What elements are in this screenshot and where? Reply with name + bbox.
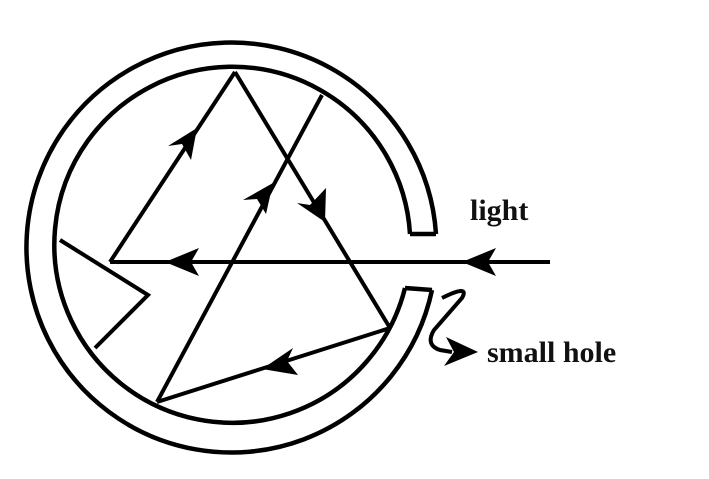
ring-wall <box>24 40 439 455</box>
ray-segment-left-zigzag <box>58 238 152 350</box>
wavy-exit-path <box>428 289 466 354</box>
label-light: light <box>470 194 529 227</box>
ray-segment-4 <box>155 94 324 403</box>
arrowhead-incoming-icon <box>462 248 496 276</box>
arrowhead-seg4-icon <box>243 183 273 214</box>
ray-segment-1 <box>108 70 237 264</box>
arrowhead-seg3-icon <box>262 348 298 375</box>
arrowhead-seg2-icon <box>297 188 326 222</box>
lower-end-cap <box>404 285 433 293</box>
arrowhead-seg1-icon <box>168 128 197 160</box>
arrowhead-horizontal-icon <box>165 248 199 276</box>
inner-arc <box>52 64 413 426</box>
arrowhead-small-hole-icon <box>444 337 478 366</box>
small-hole-arrow <box>428 289 478 366</box>
direction-arrowheads <box>165 128 496 375</box>
outer-arc <box>24 40 439 455</box>
ray-segment-2 <box>233 70 392 330</box>
label-small-hole: small hole <box>487 336 617 369</box>
